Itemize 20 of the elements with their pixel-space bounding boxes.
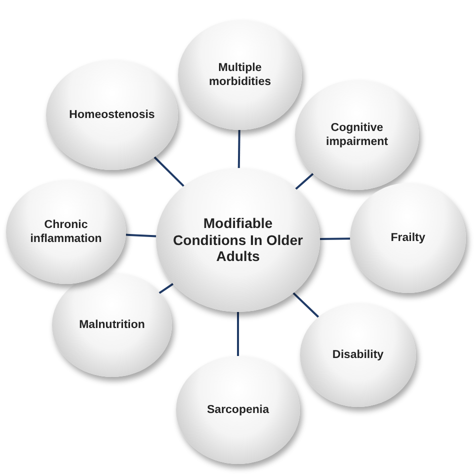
connector-line <box>320 238 350 240</box>
condition-ellipse <box>300 303 416 407</box>
condition-ellipse <box>178 20 302 130</box>
node-label: Malnutrition <box>79 318 145 332</box>
node-label: Frailty <box>390 230 426 246</box>
node-label: Cognitive impairment <box>325 120 389 150</box>
node-label: Multiple morbidities <box>208 60 272 90</box>
node-label: Disability <box>332 348 384 362</box>
connector-line <box>158 283 174 294</box>
connector-line <box>126 234 156 238</box>
connector-line <box>154 156 184 187</box>
node-label: Sarcopenia <box>207 402 269 418</box>
connector-line <box>238 130 240 168</box>
connector-line <box>237 312 239 356</box>
connector-line <box>292 292 320 318</box>
condition-ellipse <box>295 80 419 190</box>
node-label: Chronic inflammation <box>29 218 103 246</box>
connector-line <box>295 173 314 190</box>
node-label: Homeostenosis <box>69 108 155 122</box>
node-label: Modifiable Conditions In Older Adults <box>172 214 304 266</box>
